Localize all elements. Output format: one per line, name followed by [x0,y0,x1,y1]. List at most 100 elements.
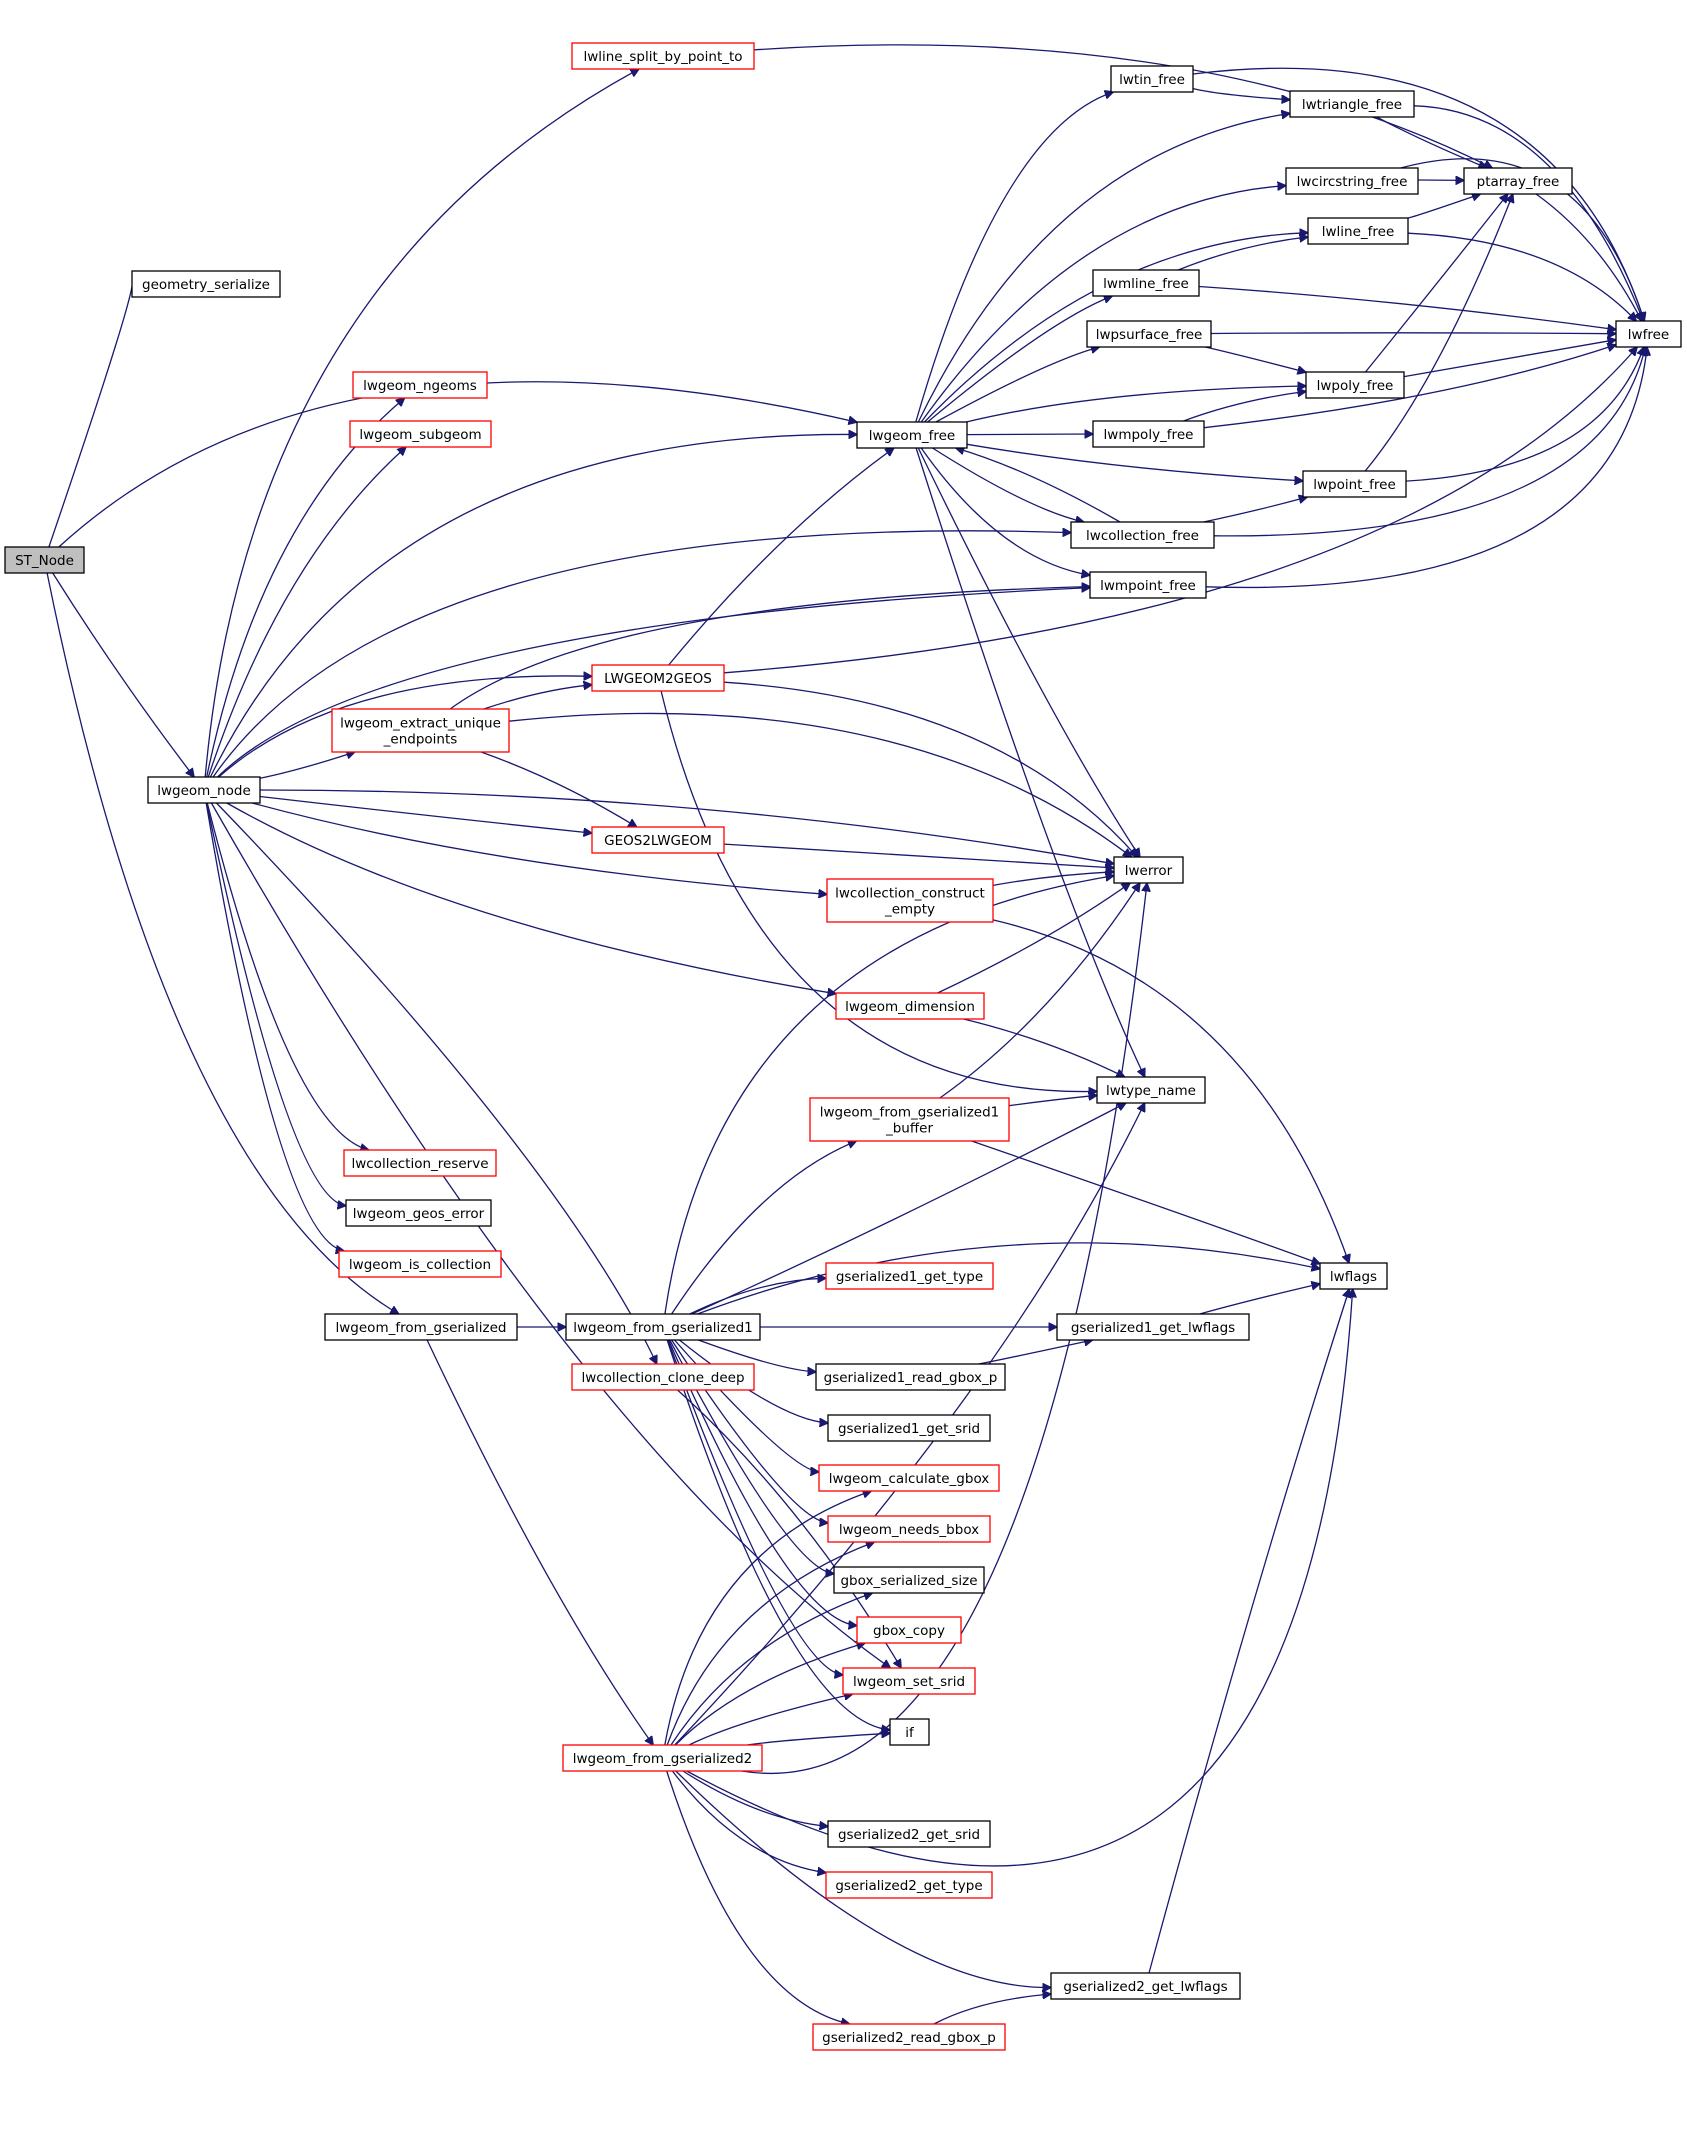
node-ptarray-free[interactable]: ptarray_free [1463,167,1573,195]
node-lwgeom-subgeom[interactable]: lwgeom_subgeom [349,420,492,448]
edge-lwgeom_from_gserialized2-to-gbox_serialized_size [670,1593,872,1746]
node-gserialized2-read-gbox-p[interactable]: gserialized2_read_gbox_p [812,2023,1006,2051]
node-label: geometry_serialize [142,277,270,293]
edge-lwgeom_from_gserialized-to-lwgeom_from_gserialized2 [426,1339,653,1745]
node-lwcollection-reserve[interactable]: lwcollection_reserve [343,1149,497,1177]
edge-lwgeom_from_gserialized2-to-lwtype_name [674,1103,1145,1746]
node-label: lwgeom_calculate_gbox [829,1471,990,1487]
node-geometry-serialize[interactable]: geometry_serialize [131,270,281,298]
node-box [591,826,725,854]
node-lwline-free[interactable]: lwline_free [1307,217,1409,245]
node-lwpsurface-free[interactable]: lwpsurface_free [1086,320,1212,348]
node-lwgeom-free[interactable]: lwgeom_free [856,421,968,449]
node-box [856,1616,962,1644]
node-lwflags[interactable]: lwflags [1319,1262,1388,1290]
node-lwgeom-needs-bbox[interactable]: lwgeom_needs_bbox [827,1515,991,1543]
node-st-node[interactable]: ST_Node [4,546,85,574]
node-box [812,2023,1006,2051]
node-gserialized1-read-gbox-p[interactable]: gserialized1_read_gbox_p [815,1363,1006,1391]
node-lwtype-name[interactable]: lwtype_name [1096,1076,1206,1104]
edge-lwgeom_extract_unique_endpoints-to-lwgeom2geos [483,685,592,710]
node-geos2lwgeom[interactable]: GEOS2LWGEOM [591,826,725,854]
node-lwmline-free[interactable]: lwmline_free [1092,269,1200,297]
node-lwgeom-calculate-gbox[interactable]: lwgeom_calculate_gbox [818,1464,1000,1492]
edge-lwgeom_from_gserialized1-to-lwgeom_calculate_gbox [674,1339,820,1472]
node-label: gserialized2_get_lwflags [1063,1979,1227,1995]
node-lwcollection-free[interactable]: lwcollection_free [1070,521,1215,549]
node-lwerror[interactable]: lwerror [1113,856,1184,884]
node-box [1463,167,1573,195]
node-lwgeom2geos[interactable]: LWGEOM2GEOS [591,664,725,692]
edge-lwgeom_from_gserialized1-to-lwgeom_set_srid [667,1339,843,1675]
node-lwmpoint-free[interactable]: lwmpoint_free [1089,571,1207,599]
edge-lwgeom_free-to-lwmpoint_free [920,447,1090,575]
node-label: lwerror [1125,863,1173,879]
node-box [825,1871,993,1899]
node-label: lwcollection_construct [835,886,985,902]
edge-lwgeom_from_gserialized1_buffer-to-lwtype_name [1008,1095,1097,1107]
edge-lwgeom_free-to-lwcircstring_free [920,186,1286,423]
edge-lwgeom_node-to-lwgeom_geos_error [206,802,346,1206]
edge-ptarray_free-to-lwfree [1535,193,1642,321]
node-label: lwgeom_set_srid [853,1674,965,1690]
node-lwgeom-from-gserialized2[interactable]: lwgeom_from_gserialized2 [562,1744,763,1772]
node-lwgeom-extract-unique-endpoints[interactable]: lwgeom_extract_unique_endpoints [331,708,510,753]
node-label: lwpoly_free [1317,378,1394,394]
node-box [1113,856,1184,884]
node-label: lwgeom_extract_unique [340,716,501,732]
node-lwgeom-dimension[interactable]: lwgeom_dimension [835,992,985,1020]
node-label: if [905,1725,915,1741]
node-label: lwgeom_from_gserialized [336,1320,507,1336]
edge-lwgeom_node-to-lwcollection_free [212,531,1071,778]
edge-lwpoint_free-to-lwfree [1405,347,1644,482]
node-lwtin-free[interactable]: lwtin_free [1110,65,1194,93]
node-lwgeom-from-gserialized1[interactable]: lwgeom_from_gserialized1 [565,1313,761,1341]
node-lwpoint-free[interactable]: lwpoint_free [1302,470,1407,498]
node-label: lwpsurface_free [1096,327,1203,343]
edge-gserialized1_read_gbox_p-to-gserialized1_get_lwflags [978,1340,1093,1365]
node-label: lwfree [1628,327,1669,343]
node-box [835,992,985,1020]
node-label: lwpoint_free [1313,477,1396,493]
node-lwcollection-construct-empty[interactable]: lwcollection_construct_empty [826,878,994,923]
node-gserialized2-get-type[interactable]: gserialized2_get_type [825,1871,993,1899]
edge-lwgeom_from_gserialized2-to-lwgeom_set_srid [688,1694,853,1746]
node-box [1050,1972,1241,2000]
node-label: lwline_split_by_point_to [583,49,742,65]
node-box [571,42,755,70]
node-lwgeom-node[interactable]: lwgeom_node [147,776,261,804]
node-lwgeom-from-gserialized1-buffer[interactable]: lwgeom_from_gserialized1_buffer [809,1097,1010,1142]
node-box [1302,470,1407,498]
node-gserialized1-get-type[interactable]: gserialized1_get_type [825,1262,994,1290]
node-gserialized2-get-lwflags[interactable]: gserialized2_get_lwflags [1050,1972,1241,2000]
edge-lwgeom_from_gserialized2-to-gserialized2_get_srid [682,1770,828,1826]
node-box [1319,1262,1388,1290]
node-box [1307,217,1409,245]
edge-lwgeom2geos-to-lwfree [723,347,1637,674]
edge-lwgeom_node-to-lwcollection_clone_deep [216,802,657,1364]
node-label: lwgeom_from_gserialized1 [573,1320,753,1336]
node-lwpoly-free[interactable]: lwpoly_free [1305,371,1405,399]
edge-lwgeom_extract_unique_endpoints-to-lwmpoint_free [449,587,1090,710]
node-gserialized2-get-srid[interactable]: gserialized2_get_srid [827,1820,991,1848]
node-lwgeom-ngeoms[interactable]: lwgeom_ngeoms [352,371,488,399]
node-lwmpoly-free[interactable]: lwmpoly_free [1092,420,1205,448]
edge-lwgeom_node-to-lwerror [259,789,1114,864]
node-gserialized1-get-srid[interactable]: gserialized1_get_srid [827,1414,991,1442]
node-if[interactable]: if [889,1718,930,1746]
node-lwgeom-from-gserialized[interactable]: lwgeom_from_gserialized [324,1313,518,1341]
node-label: lwgeom_from_gserialized1 [820,1105,1000,1121]
node-lwgeom-set-srid[interactable]: lwgeom_set_srid [842,1667,976,1695]
node-lwtriangle-free[interactable]: lwtriangle_free [1289,90,1415,118]
node-gbox-copy[interactable]: gbox_copy [856,1616,962,1644]
node-gserialized1-get-lwflags[interactable]: gserialized1_get_lwflags [1056,1313,1250,1341]
node-lwline-split-by-point-to[interactable]: lwline_split_by_point_to [571,42,755,70]
node-lwgeom-is-collection[interactable]: lwgeom_is_collection [338,1250,502,1278]
node-box [1092,269,1200,297]
node-lwfree[interactable]: lwfree [1615,320,1682,348]
node-lwcircstring-free[interactable]: lwcircstring_free [1285,167,1419,195]
node-gbox-serialized-size[interactable]: gbox_serialized_size [833,1566,985,1594]
node-lwgeom-geos-error[interactable]: lwgeom_geos_error [345,1199,492,1227]
node-label: gserialized1_get_type [836,1269,983,1285]
node-lwcollection-clone-deep[interactable]: lwcollection_clone_deep [571,1363,755,1391]
